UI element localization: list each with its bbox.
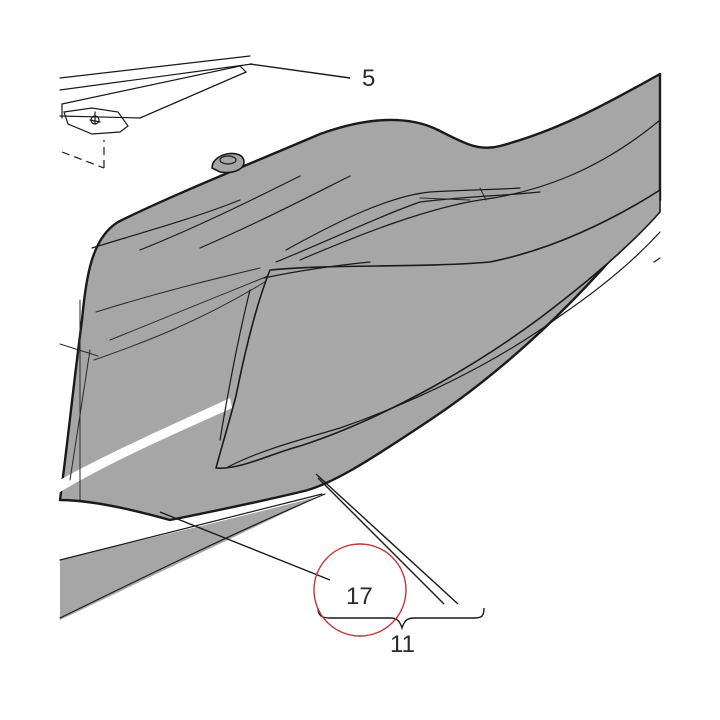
panel-highlight-streak xyxy=(60,398,232,492)
brace-11 xyxy=(317,607,485,631)
bracket-part xyxy=(59,55,253,169)
main-panel xyxy=(58,72,662,522)
lower-trim-strip xyxy=(59,493,326,620)
callout-5: 5 xyxy=(362,65,375,92)
inner-raised-panel xyxy=(215,189,661,469)
callout-11: 11 xyxy=(390,631,415,658)
highlight-circle xyxy=(313,543,407,637)
lower-strip-fill xyxy=(60,496,320,620)
callout-17: 17 xyxy=(346,583,373,610)
leader-lines xyxy=(159,63,459,605)
